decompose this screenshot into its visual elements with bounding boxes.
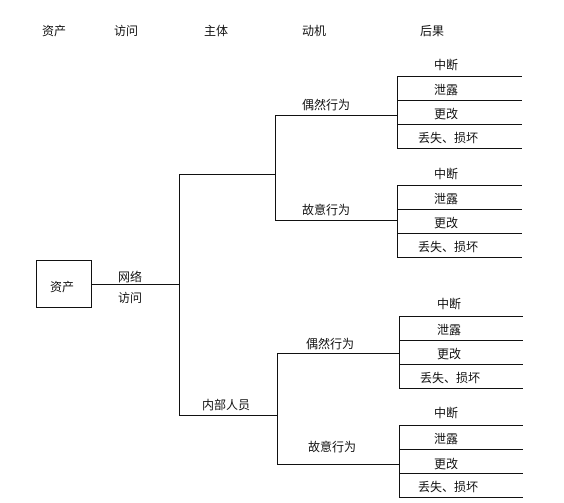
g1-interrupt-label: 中断	[434, 58, 459, 72]
lower-accidental-label: 偶然行为	[306, 337, 355, 351]
g1-leak-label: 泄露	[434, 83, 459, 97]
g1-loss-label: 丢失、损坏	[418, 131, 479, 145]
g3-loss-label: 丢失、损坏	[420, 371, 481, 385]
g2-modify-label: 更改	[434, 216, 459, 230]
internal-subject-label: 内部人员	[202, 398, 251, 412]
header-motive: 动机	[302, 24, 327, 38]
g4-interrupt-label: 中断	[434, 406, 459, 420]
header-subject: 主体	[204, 24, 229, 38]
header-asset: 资产	[42, 24, 67, 38]
upper-accidental-label: 偶然行为	[302, 98, 351, 112]
g4-modify-label: 更改	[434, 457, 459, 471]
header-access: 访问	[114, 24, 139, 38]
g3-interrupt-label: 中断	[437, 297, 462, 311]
g3-leak-label: 泄露	[437, 323, 462, 337]
g4-leak-label: 泄露	[434, 432, 459, 446]
g3-modify-label: 更改	[437, 347, 462, 361]
g2-loss-label: 丢失、损坏	[418, 240, 479, 254]
header-consequence: 后果	[420, 24, 445, 38]
g2-leak-label: 泄露	[434, 192, 459, 206]
g4-loss-label: 丢失、损坏	[418, 480, 479, 494]
access-label-line2: 访问	[118, 291, 143, 305]
root-asset-label: 资产	[50, 280, 75, 294]
g1-modify-label: 更改	[434, 107, 459, 121]
access-label-line1: 网络	[118, 270, 143, 284]
lower-intentional-label: 故意行为	[308, 440, 357, 454]
g2-interrupt-label: 中断	[434, 167, 459, 181]
upper-intentional-label: 故意行为	[302, 203, 351, 217]
